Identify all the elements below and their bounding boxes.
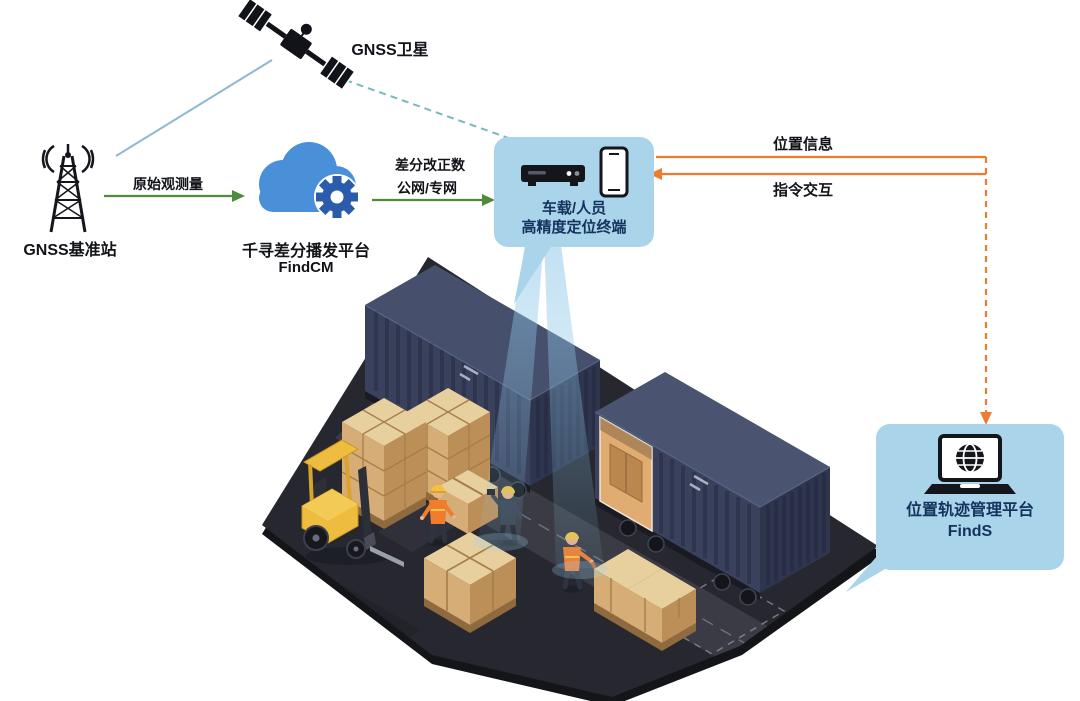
smartphone-icon (599, 146, 629, 198)
terminal-callout-tail (514, 233, 560, 304)
cloud-platform-name: 千寻差分播发平台 (241, 243, 371, 260)
satellite-label: GNSS卫星 (351, 42, 429, 59)
terminal-label-line2: 高精度定位终端 (521, 219, 627, 236)
gear-icon (316, 176, 358, 218)
container-right (594, 372, 831, 606)
laptop-globe-icon (924, 434, 1016, 494)
correction-arrow (372, 194, 495, 206)
management-platform-product: FindS (947, 523, 993, 540)
receiver-icon (521, 165, 585, 186)
correction-label-line2: 公网/专网 (397, 180, 457, 196)
correction-label-line1: 差分改正数 (395, 157, 465, 173)
cargo-box (424, 532, 516, 633)
positioning-beam (472, 238, 608, 579)
satellite-icon (236, 0, 356, 91)
worker (420, 485, 456, 547)
base-station-label: GNSS基准站 (23, 242, 117, 259)
satellite-to-terminal-link (333, 75, 515, 141)
location-info-arrow (656, 155, 992, 425)
raw-observation-arrow (104, 190, 245, 202)
pallet-with-boxes (594, 549, 696, 651)
terminal-label-line1: 车载/人员 (541, 200, 607, 217)
command-arrow (649, 168, 986, 180)
satellite-to-station-link (115, 59, 273, 157)
base-station-icon (41, 144, 95, 233)
terminal-panel: 车载/人员 高精度定位终端 (494, 137, 654, 247)
cloud-platform-icon (259, 142, 360, 220)
terminal-icons (519, 145, 629, 199)
location-info-label: 位置信息 (772, 136, 834, 153)
management-platform-name: 位置轨迹管理平台 (905, 502, 1034, 519)
pallet-stack (341, 398, 427, 529)
raw-observation-label: 原始观测量 (133, 176, 203, 192)
cloud-platform-product: FindCM (278, 259, 334, 276)
forklift (301, 439, 404, 567)
command-interaction-label: 指令交互 (772, 182, 834, 199)
management-panel: 位置轨迹管理平台 FindS (876, 424, 1064, 570)
warehouse-scene-illustration (262, 238, 884, 701)
